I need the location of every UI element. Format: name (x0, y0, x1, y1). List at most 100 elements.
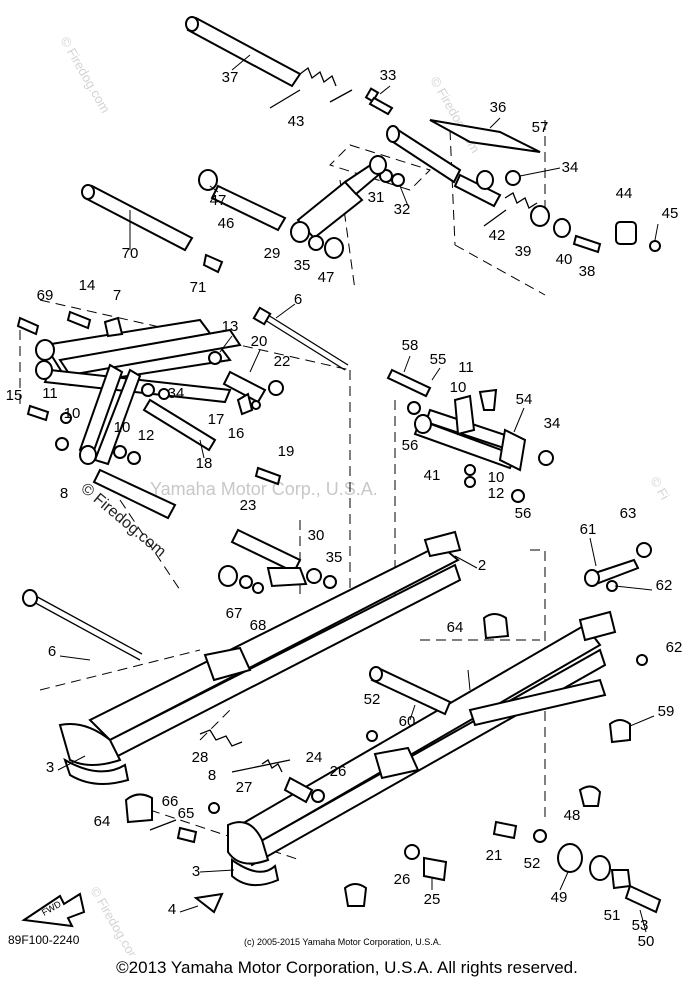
callout-41: 41 (424, 467, 441, 484)
part-58-bolt (386, 368, 432, 398)
callout-40: 40 (556, 251, 573, 268)
callout-26: 26 (394, 871, 411, 888)
part-6-bolt-lower (22, 589, 143, 661)
part-34-nut-right (538, 450, 554, 466)
part-19-bolt (254, 466, 282, 486)
part-50-bolt (624, 884, 662, 914)
part-17-bolt (236, 392, 254, 416)
part-8-washer-lower (208, 802, 220, 814)
part-30-collar (266, 567, 308, 588)
part-21-bolt (492, 820, 518, 840)
corp-watermark: Yamaha Motor Corp., U.S.A. (150, 479, 378, 499)
part-12-nut-right (464, 476, 476, 488)
part-7-stopper (103, 316, 124, 338)
part-51-collar (589, 855, 611, 881)
callout-55: 55 (430, 351, 447, 368)
part-43-spring (269, 66, 353, 109)
callout-7: 7 (113, 287, 121, 304)
callout-21: 21 (486, 847, 503, 864)
callout-53: 53 (632, 917, 649, 934)
part-65-bolt (176, 826, 198, 844)
part-34-nut (505, 170, 521, 186)
callout-3: 3 (192, 863, 200, 880)
part-41-rear-arm (413, 394, 527, 472)
callout-11: 11 (42, 385, 58, 402)
callout-69: 69 (37, 287, 54, 304)
part-48-nut (578, 785, 602, 807)
part-60-shaft (370, 666, 452, 716)
callout-52: 52 (364, 691, 381, 708)
part-35-collar (308, 235, 324, 251)
callout-30: 30 (308, 527, 325, 544)
callout-12: 12 (488, 485, 505, 502)
site-watermark-bottom: © Firedog.com (87, 884, 143, 955)
callout-33: 33 (380, 67, 397, 84)
part-33-bolt (364, 87, 394, 116)
callout-48: 48 (564, 807, 581, 824)
small-copyright: (c) 2005-2015 Yamaha Motor Corporation, … (244, 937, 441, 947)
callout-34: 34 (168, 385, 185, 402)
part-25-pad (423, 856, 448, 882)
callout-47: 47 (210, 192, 227, 209)
part-38-bolt (572, 234, 602, 254)
part-64-stopper-lower (124, 793, 153, 824)
callout-57: 57 (532, 119, 549, 136)
callout-42: 42 (489, 227, 506, 244)
part-46-collar (210, 184, 287, 232)
callout-71: 71 (190, 279, 207, 296)
leader-lines (57, 54, 659, 933)
callout-28: 28 (192, 749, 209, 766)
callout-32: 32 (394, 201, 411, 218)
callout-70: 70 (122, 245, 139, 262)
callout-66: 66 (162, 793, 179, 810)
part-70b-rod (92, 468, 177, 520)
callout-54: 54 (516, 391, 533, 408)
part-27-spring (261, 759, 283, 773)
part-67-bushing (218, 565, 238, 587)
part-39-bushing (530, 205, 550, 227)
callout-37: 37 (222, 69, 239, 86)
callout-31: 31 (368, 189, 385, 206)
callout-27: 27 (236, 779, 253, 796)
part-52-washer-lower (533, 829, 547, 843)
callout-44: 44 (616, 185, 633, 202)
callout-12: 12 (138, 427, 155, 444)
callout-29: 29 (264, 245, 281, 262)
part-60-end (369, 666, 383, 682)
callout-38: 38 (579, 263, 596, 280)
part-slider-end (343, 883, 368, 907)
figure-code: 89F100-2240 (8, 933, 80, 947)
callout-52: 52 (524, 855, 541, 872)
copyright-footer: ©2013 Yamaha Motor Corporation, U.S.A. A… (116, 958, 578, 977)
part-56-washer-top (407, 401, 421, 415)
callout-67: 67 (226, 605, 243, 622)
part-15-bolt (26, 404, 50, 422)
part-56-washer-bottom (511, 489, 525, 503)
callout-49: 49 (551, 889, 568, 906)
part-16-nut (251, 400, 261, 410)
part-35-collar-lower (306, 568, 322, 584)
part-14-bolt (66, 310, 92, 330)
callout-68: 68 (250, 617, 267, 634)
callout-6: 6 (48, 643, 56, 660)
callout-3: 3 (46, 759, 54, 776)
part-8-washer-left (55, 437, 69, 451)
part-47-bushing-lower (324, 237, 344, 259)
exploded-parts-diagram: © Firedog.com © Firedog.com © Fi © Fired… (6, 16, 683, 955)
callout-56: 56 (402, 437, 419, 454)
callout-51: 51 (604, 907, 621, 924)
site-watermark-left: © Firedog.com (57, 34, 113, 116)
callout-56: 56 (515, 505, 532, 522)
part-35-washer-lower (323, 575, 337, 589)
callout-60: 60 (399, 713, 416, 730)
part-66-pin (149, 819, 177, 831)
callout-35: 35 (326, 549, 343, 566)
callout-43: 43 (288, 113, 305, 130)
callout-45: 45 (662, 205, 679, 222)
part-10-collar (113, 445, 127, 459)
part-63-cap (636, 542, 652, 558)
callout-64: 64 (447, 619, 464, 636)
part-42-spring (483, 192, 538, 227)
